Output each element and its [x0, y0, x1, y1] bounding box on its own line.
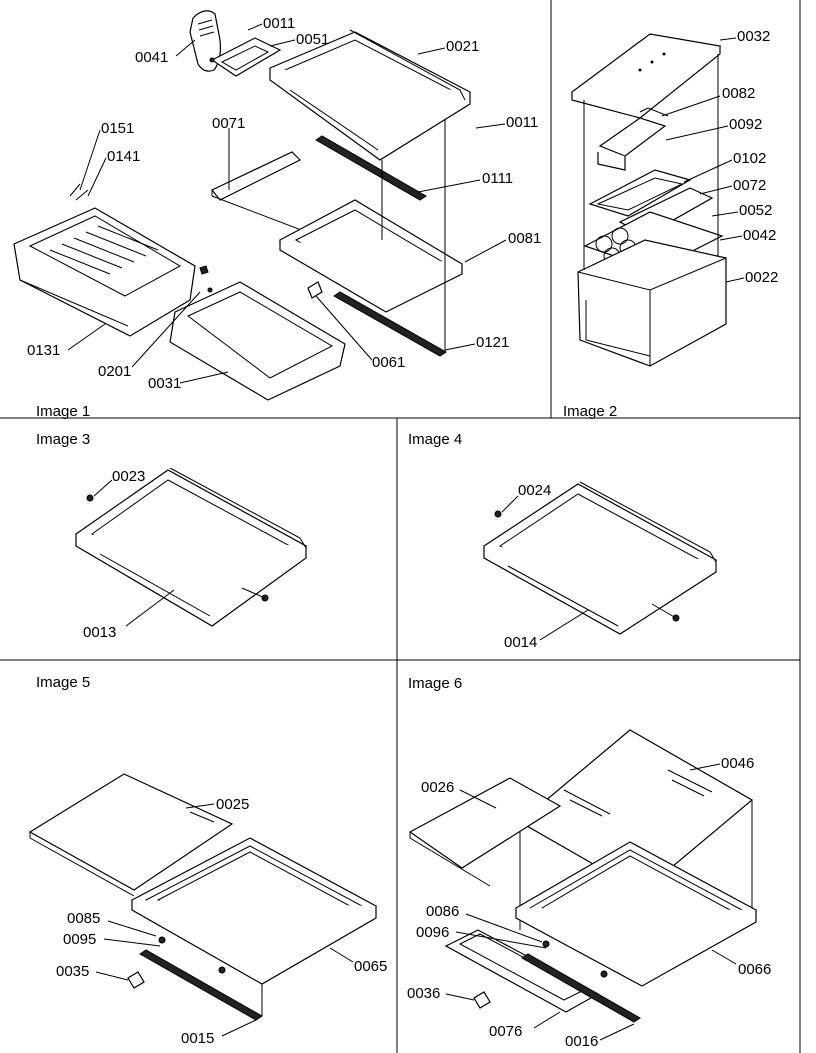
callout-0042: 0042	[743, 227, 776, 244]
image4-drawing	[482, 481, 718, 635]
crisper-drawer-2-part	[169, 281, 346, 401]
callout-0121: 0121	[476, 334, 509, 351]
image3-leaders	[93, 479, 175, 627]
callout-0022: 0022	[745, 269, 778, 286]
callout-0095: 0095	[63, 931, 96, 948]
callout-0086: 0086	[426, 903, 459, 920]
panel-title-image4: Image 4	[408, 431, 462, 448]
roller-part	[473, 991, 491, 1009]
image3-callouts: 0023 0013	[83, 468, 145, 641]
image1-callouts: 0011 0041 0051 0021 0011 0151 0141 0071 …	[27, 15, 541, 392]
callout-0024: 0024	[518, 482, 551, 499]
roller-part	[127, 971, 145, 989]
panel-title-image1: Image 1	[36, 403, 90, 420]
image2-callouts: 0032 0082 0092 0102 0072 0052 0042 0022	[722, 28, 778, 286]
callout-0013: 0013	[83, 624, 116, 641]
panel-title-image5: Image 5	[36, 674, 90, 691]
image4-leaders	[501, 495, 589, 641]
callout-0141: 0141	[107, 148, 140, 165]
callout-0023: 0023	[112, 468, 145, 485]
callout-0072: 0072	[733, 177, 766, 194]
callout-0066: 0066	[738, 961, 771, 978]
callout-0082: 0082	[722, 85, 755, 102]
roller-part	[307, 281, 323, 299]
panel-title-image3: Image 3	[36, 431, 90, 448]
callout-0011-b: 0011	[506, 114, 538, 131]
callout-0092: 0092	[729, 116, 762, 133]
image3-drawing	[74, 467, 308, 627]
rail-part	[521, 953, 641, 1023]
image6-leaders	[445, 763, 737, 1041]
callout-0096: 0096	[416, 924, 449, 941]
callout-0015: 0015	[181, 1030, 214, 1047]
glass-strip-part	[315, 135, 427, 201]
callout-0031: 0031	[148, 375, 181, 392]
callout-0061: 0061	[372, 354, 405, 371]
callout-0151: 0151	[101, 120, 134, 137]
image6-drawing	[408, 729, 758, 1023]
callout-0071: 0071	[212, 115, 245, 132]
panel-title-image6: Image 6	[408, 675, 462, 692]
callout-0036: 0036	[407, 985, 440, 1002]
divider-part	[598, 117, 667, 157]
cover-panel-part	[211, 151, 302, 201]
callout-0085: 0085	[67, 910, 100, 927]
callout-0111: 0111	[482, 170, 513, 187]
callout-0081: 0081	[508, 230, 541, 247]
image1-drawing	[13, 10, 472, 401]
cover-glass-part	[408, 777, 562, 869]
callout-0011-a: 0011	[263, 15, 295, 32]
callout-0131: 0131	[27, 342, 60, 359]
image1-leaders	[67, 23, 507, 384]
image5-callouts: 0025 0085 0095 0035 0065 0015	[56, 796, 387, 1047]
callout-0021: 0021	[446, 38, 479, 55]
image5-leaders	[95, 803, 354, 1037]
callout-0035: 0035	[56, 963, 89, 980]
image5-drawing	[28, 773, 378, 1021]
callout-0046: 0046	[721, 755, 754, 772]
image2-leaders	[661, 37, 745, 283]
callout-0041: 0041	[135, 49, 168, 66]
image6-callouts: 0046 0026 0086 0096 0036 0066 0076 0016	[407, 755, 771, 1050]
callout-0065: 0065	[354, 958, 387, 975]
callout-0051: 0051	[296, 31, 329, 48]
panel-title-image2: Image 2	[563, 403, 617, 420]
rail-part	[333, 291, 447, 357]
tray-part	[588, 169, 692, 217]
callout-0014: 0014	[504, 634, 537, 651]
callout-0032: 0032	[737, 28, 770, 45]
cover-glass-part	[28, 773, 234, 891]
callout-0016: 0016	[565, 1033, 598, 1050]
image4-callouts: 0024 0014	[504, 482, 551, 651]
callout-0026: 0026	[421, 779, 454, 796]
callout-0052: 0052	[739, 202, 772, 219]
callout-0076: 0076	[489, 1023, 522, 1040]
image2-drawing	[570, 33, 727, 367]
callout-0201: 0201	[98, 363, 131, 380]
callout-0102: 0102	[733, 150, 766, 167]
callout-0025: 0025	[216, 796, 249, 813]
bin-part	[577, 239, 727, 367]
